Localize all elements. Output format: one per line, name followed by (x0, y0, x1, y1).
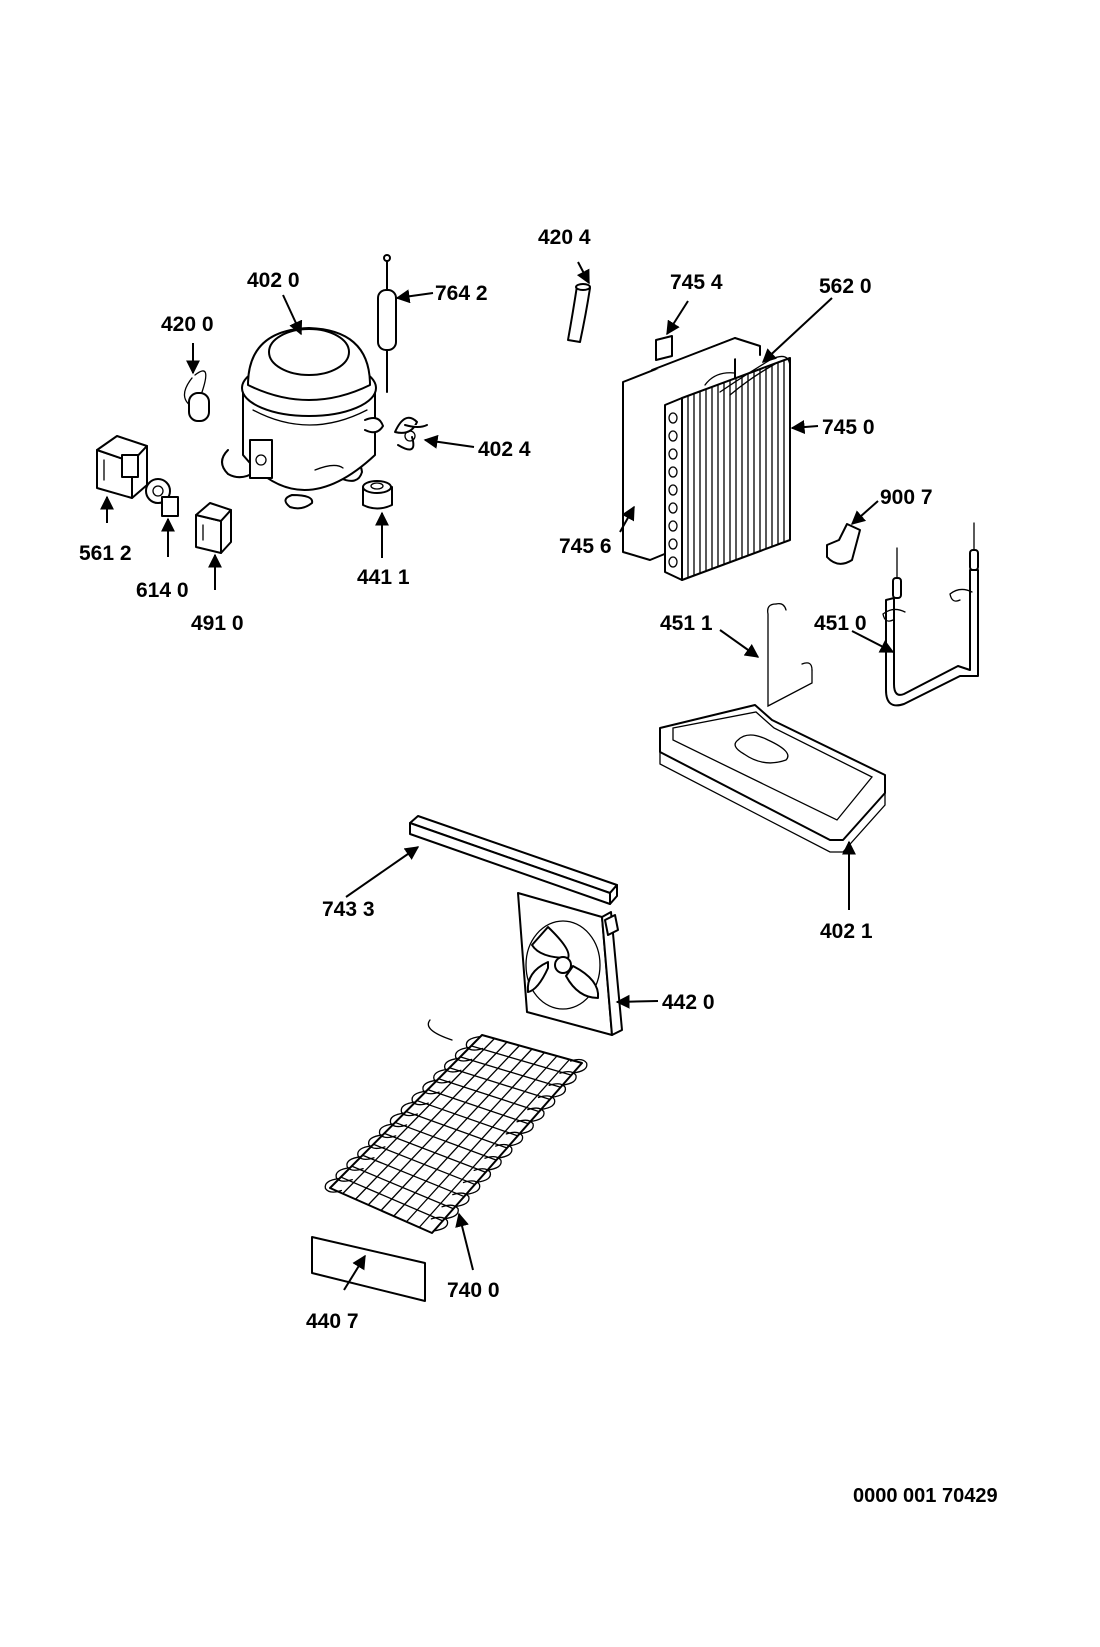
leader-lines (100, 261, 895, 1291)
starter-relay (96, 435, 148, 499)
callout-5620: 562 0 (819, 275, 872, 298)
capacitor (183, 370, 210, 422)
evaporator-assembly (622, 335, 791, 581)
mounting-clip (394, 416, 428, 451)
hose (567, 283, 591, 343)
callout-4420: 442 0 (662, 991, 715, 1014)
foam-strip (409, 815, 618, 905)
callout-7642: 764 2 (435, 282, 488, 305)
callout-7456: 745 6 (559, 535, 612, 558)
callout-4910: 491 0 (191, 612, 244, 635)
callout-4411: 441 1 (357, 566, 410, 589)
callout-7433: 743 3 (322, 898, 375, 921)
condenser (324, 1019, 588, 1234)
callout-9007: 900 7 (880, 486, 933, 509)
drip-tray (659, 704, 886, 853)
callout-6140: 614 0 (136, 579, 189, 602)
callout-4510: 451 0 (814, 612, 867, 635)
callout-4200: 420 0 (161, 313, 214, 336)
rubber-foot (362, 480, 393, 510)
callout-4204: 420 4 (538, 226, 591, 249)
document-number: 0000 001 70429 (853, 1485, 998, 1507)
clip (826, 523, 861, 565)
callout-7400: 740 0 (447, 1279, 500, 1302)
defrost-heater (882, 522, 979, 707)
callout-4407: 440 7 (306, 1310, 359, 1333)
callout-7450: 745 0 (822, 416, 875, 439)
overload-module (195, 502, 232, 554)
callout-4020: 402 0 (247, 269, 300, 292)
callout-4024: 402 4 (478, 438, 531, 461)
compressor (221, 327, 384, 510)
callout-4021: 402 1 (820, 920, 873, 943)
wire-bracket (767, 602, 813, 708)
filter-drier (377, 254, 397, 393)
callout-7454: 745 4 (670, 271, 723, 294)
callout-5612: 561 2 (79, 542, 132, 565)
thermal-protector (145, 478, 179, 517)
condenser-plate (311, 1236, 426, 1302)
callout-4511: 451 1 (660, 612, 713, 635)
fan-assembly (517, 892, 623, 1036)
